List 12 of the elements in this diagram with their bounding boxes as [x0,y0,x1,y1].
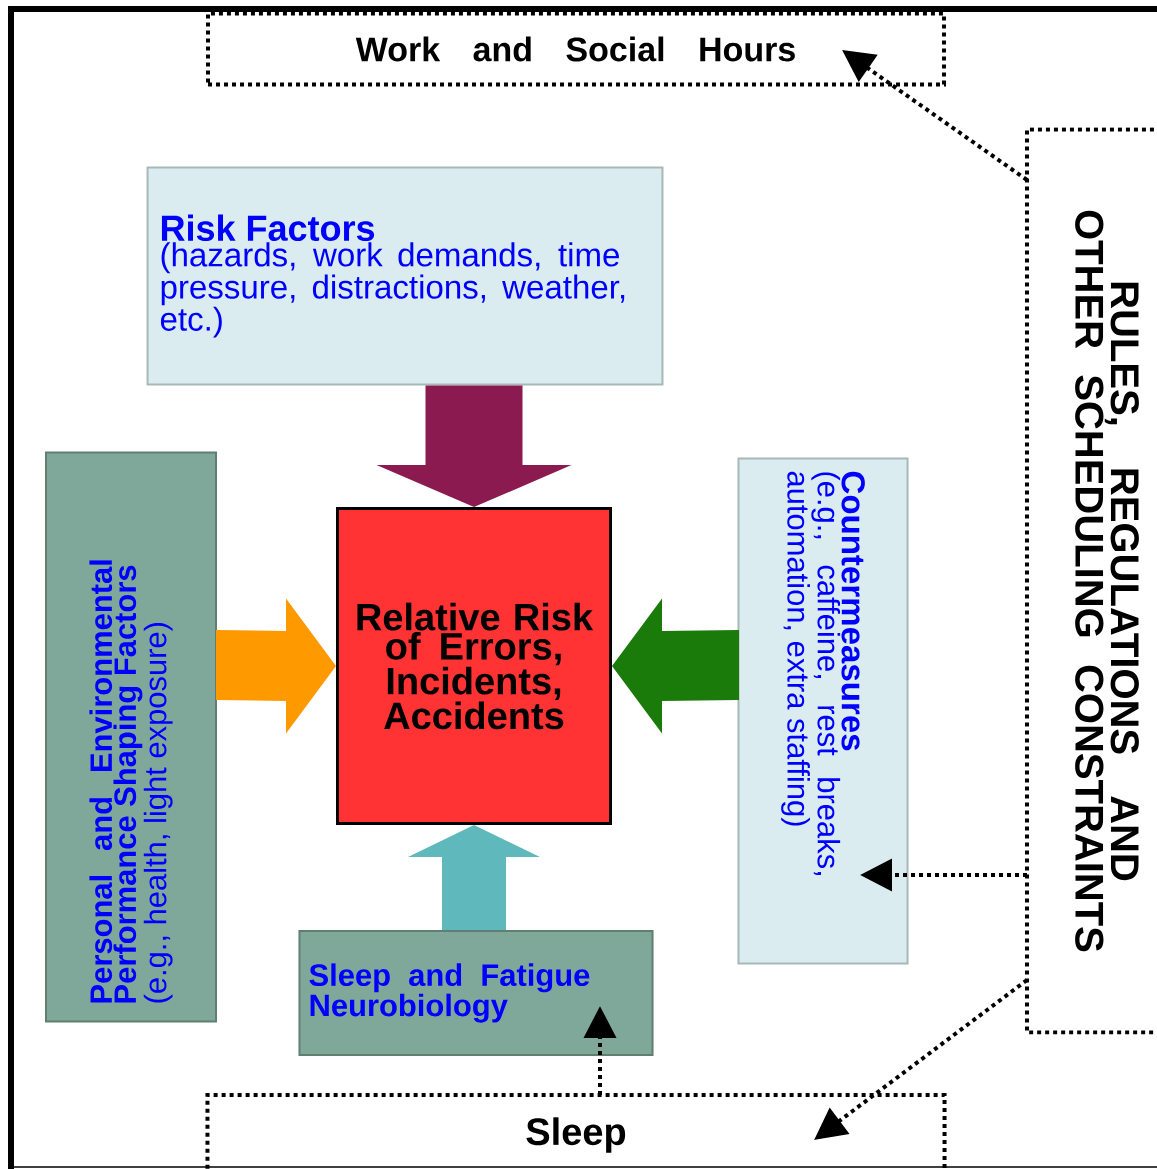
info-box: Countermeasures (e.g., caffeine, rest breaks, automation, extra staffing) [737,457,909,965]
block-arrow [612,598,739,734]
dotted-box: Work and Social Hours [206,11,946,87]
block-arrow [216,598,336,734]
risk-box: Relative Risk of Errors, Incidents, Accidents [336,507,612,825]
block-arrow [376,385,572,508]
info-box: Personal and Environmental Performance Shaping Factors (e.g., health, light exposure) [45,451,217,1023]
dotted-box: RULES, REGULATIONS AND OTHER SCHEDULING CONSTRAINTS [1025,127,1157,1035]
info-box: Sleep and Fatigue Neurobiology [298,930,654,1056]
info-box: Risk Factors (hazards, work demands, time pressure, distractions, weather, etc.) [146,166,664,386]
dotted-box: Sleep [205,1093,947,1169]
block-arrow [408,824,540,930]
